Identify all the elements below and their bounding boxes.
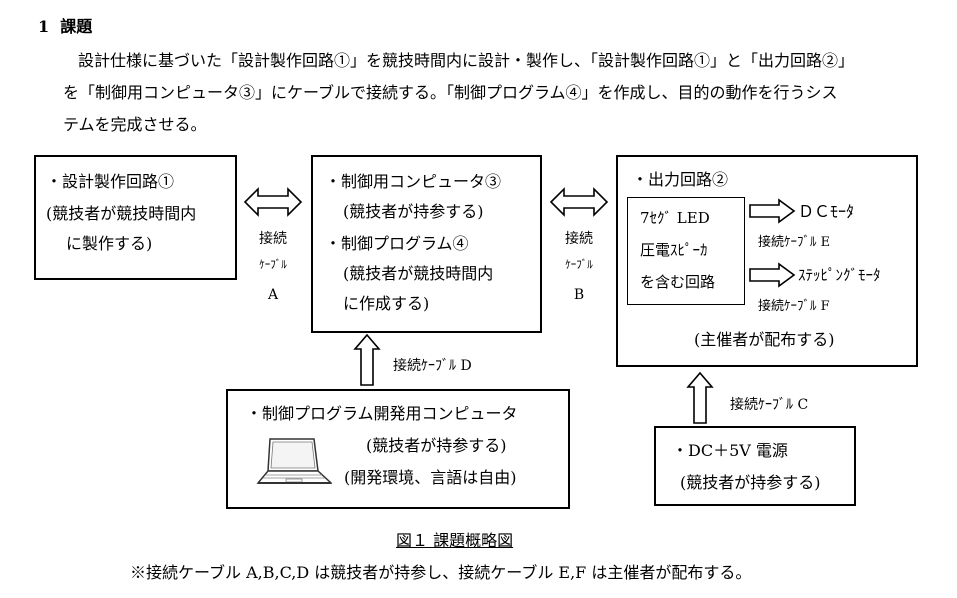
footnote: ※接続ケーブル A,B,C,D は競技者が持参し、接続ケーブル E,F は主催者… [130, 563, 752, 582]
power-supply-box: ・DC＋5V 電源 (競技者が持参する) [654, 426, 856, 506]
control-computer-title: ・制御用コンピュータ③ [325, 172, 502, 191]
control-program-note-2: に作成する) [343, 294, 430, 313]
dev-computer-box: ・制御プログラム開発用コンピュータ (競技者が持参する) (開発環境、言語は自由… [226, 389, 570, 509]
design-circuit-note-2: に製作する) [66, 234, 153, 253]
design-circuit-box: ・設計製作回路① (競技者が競技時間内 に製作する) [34, 155, 237, 280]
cable-a-label-2: ｹｰﾌﾞﾙ [259, 258, 287, 271]
design-circuit-note-1: (競技者が競技時間内 [46, 204, 197, 223]
section-number: 1 [38, 17, 50, 36]
intro-line-1: 設計仕様に基づいた「設計製作回路①」を競技時間内に設計・製作し、「設計製作回路①… [78, 51, 855, 70]
intro-line-2: を「制御用コンピュータ③」にケーブルで接続する。「制御プログラム④」を作成し、目… [63, 83, 838, 102]
cable-e-label: 接続ｹｰﾌﾞﾙ E [758, 235, 831, 250]
cable-d-label: 接続ｹｰﾌﾞﾙ D [393, 358, 472, 374]
output-circuit-box: ・出力回路② 7ｾｸﾞ LED 圧電ｽﾋﾟｰｶ を含む回路 ＤＣﾓｰﾀ 接続ｹｰ… [616, 155, 918, 367]
intro-line-3: テムを完成させる。 [63, 115, 207, 134]
cable-b-label: 接続 ｹｰﾌﾞﾙ B [552, 230, 606, 304]
cable-d-up-arrow-icon [353, 333, 381, 386]
design-circuit-title: ・設計製作回路① [46, 172, 175, 191]
cable-f-label: 接続ｹｰﾌﾞﾙ F [758, 299, 830, 314]
figure-caption: 図１ 課題概略図 [396, 531, 514, 550]
control-computer-box: ・制御用コンピュータ③ (競技者が持参する) ・制御プログラム④ (競技者が競技… [311, 155, 542, 333]
piezo-speaker-label: 圧電ｽﾋﾟｰｶ [640, 241, 708, 259]
power-supply-note: (競技者が持参する) [680, 473, 821, 492]
cable-c-up-arrow-icon [686, 371, 714, 424]
control-computer-note: (競技者が持参する) [343, 202, 484, 221]
dev-computer-note-2: (開発環境、言語は自由) [344, 468, 517, 487]
dev-computer-note-1: (競技者が持参する) [366, 436, 507, 455]
output-circuit-note: (主催者が配布する) [694, 330, 835, 349]
output-inner-circuit-box: 7ｾｸﾞ LED 圧電ｽﾋﾟｰｶ を含む回路 [627, 197, 745, 305]
inner-circuit-label: を含む回路 [640, 273, 716, 291]
cable-b-label-1: 接続 [565, 231, 593, 247]
output-circuit-title: ・出力回路② [632, 170, 729, 189]
seven-seg-led-label: 7ｾｸﾞ LED [640, 209, 710, 227]
power-supply-title: ・DC＋5V 電源 [672, 441, 788, 460]
laptop-icon [256, 438, 332, 484]
cable-b-label-2: ｹｰﾌﾞﾙ [565, 258, 593, 271]
dc-motor-label: ＤＣﾓｰﾀ [798, 202, 855, 221]
section-heading: 1 課題 [38, 16, 92, 38]
control-program-title: ・制御プログラム④ [325, 234, 469, 253]
stepping-motor-right-arrow-icon [749, 262, 796, 288]
cable-a-label: 接続 ｹｰﾌﾞﾙ A [246, 230, 300, 304]
cable-a-label-1: 接続 [259, 231, 287, 247]
control-program-note-1: (競技者が競技時間内 [343, 264, 494, 283]
cable-a-letter: A [267, 287, 279, 303]
dc-motor-right-arrow-icon [749, 198, 796, 224]
cable-c-label: 接続ｹｰﾌﾞﾙ C [730, 397, 809, 413]
stepping-motor-label: ｽﾃｯﾋﾟﾝｸﾞﾓｰﾀ [798, 266, 881, 284]
dev-computer-title: ・制御プログラム開発用コンピュータ [246, 404, 518, 423]
cable-b-double-arrow-icon [549, 187, 609, 217]
section-title: 課題 [60, 17, 93, 36]
cable-b-letter: B [573, 287, 585, 303]
cable-a-double-arrow-icon [243, 187, 303, 217]
